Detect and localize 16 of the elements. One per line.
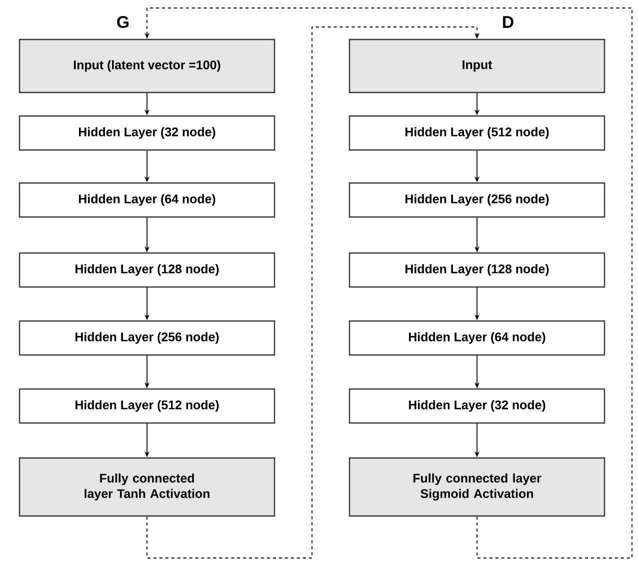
dashed-arrow [146, 26, 480, 558]
layer-box: Hidden Layer (512 node) [18, 388, 276, 424]
network-label: D [503, 16, 514, 28]
layer-box: Hidden Layer (32 node) [348, 388, 606, 424]
layer-box: Fully connected layer Sigmoid Activation [348, 457, 606, 517]
layer-box: Hidden Layer (512 node) [348, 115, 606, 151]
layer-box: Input [348, 38, 606, 94]
layer-box: Hidden Layer (32 node) [18, 115, 276, 151]
layer-box: Hidden Layer (128 node) [348, 252, 606, 288]
layer-box: Hidden Layer (128 node) [18, 252, 276, 288]
layer-box: Hidden Layer (256 node) [348, 182, 606, 218]
layer-box: Hidden Layer (64 node) [18, 182, 276, 218]
layer-box: Hidden Layer (256 node) [18, 320, 276, 356]
layer-box: Fully connected layer Tanh Activation [18, 457, 276, 517]
layer-box: Input (latent vector =100) [18, 38, 276, 94]
layer-box: Hidden Layer (64 node) [348, 320, 606, 356]
